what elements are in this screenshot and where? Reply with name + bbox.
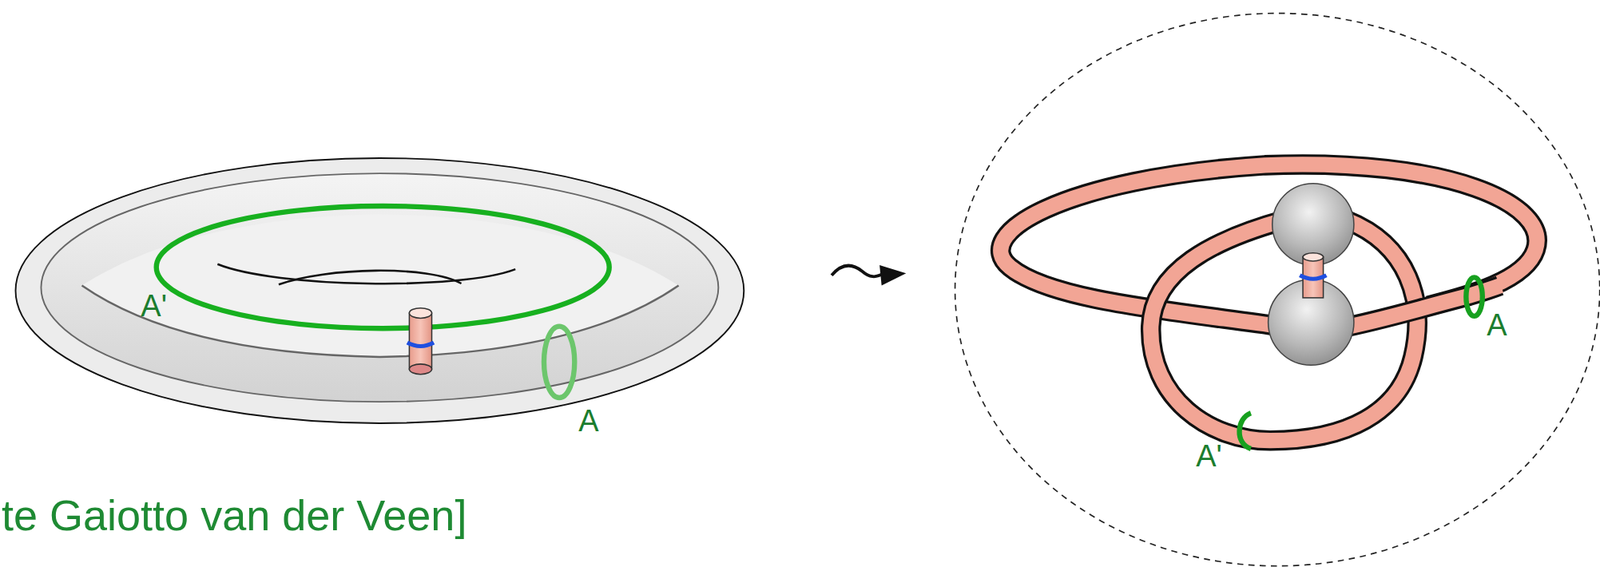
arrowhead: [879, 265, 906, 286]
torus-hole-upper: [278, 270, 462, 285]
torus-inner-rim: [40, 173, 719, 402]
blue-ring: [407, 342, 434, 346]
cycle-label: A': [1195, 440, 1223, 472]
small-tube: [408, 313, 432, 370]
tube-top: [408, 308, 432, 319]
torus-hole-lower: [217, 264, 516, 284]
cycle-a: [543, 326, 575, 398]
knot-picture: [955, 13, 1600, 567]
cycle-label: A: [578, 405, 599, 437]
cycle-a-prime: [1239, 412, 1251, 449]
citation-text: te Gaiotto van der Veen]: [1, 493, 467, 537]
tube-bottom: [408, 364, 432, 375]
upper-sphere: [1272, 183, 1354, 266]
cycle-label: A': [140, 290, 167, 322]
squiggle: [831, 266, 884, 278]
torus-outer-rim: [15, 158, 745, 424]
graphic-part: [1000, 164, 1537, 441]
flat-torus: [15, 158, 745, 424]
cycle-a-prime: [156, 206, 610, 329]
outer-tube-front: [1339, 285, 1501, 330]
dashed-boundary: [955, 13, 1600, 567]
tube-top: [1302, 253, 1324, 262]
torus-top-face: [82, 214, 679, 358]
cycle-label: A: [1486, 309, 1507, 341]
cycle-a: [1465, 277, 1482, 317]
blue-ring: [1299, 275, 1327, 279]
maps-to-arrow: [831, 265, 906, 286]
torus-fold-line: [82, 285, 679, 358]
